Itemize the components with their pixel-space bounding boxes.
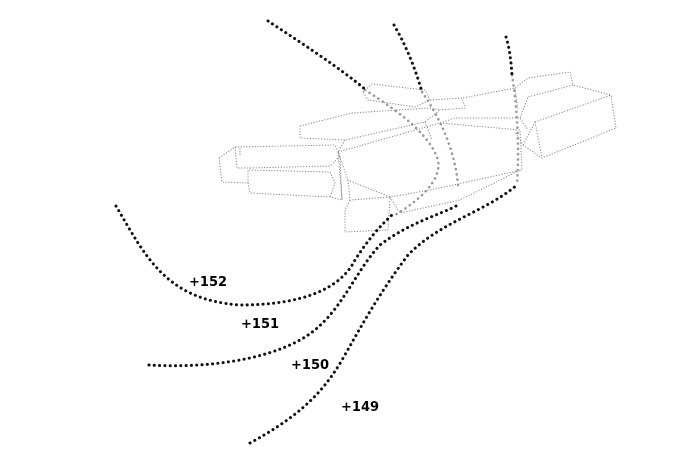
hidden-contour-segments (363, 73, 520, 217)
elevation-label-149: +149 (341, 400, 379, 415)
contour-152-hidden (363, 88, 440, 217)
building-left-wing (218, 144, 343, 201)
contour-151-hidden (420, 90, 460, 187)
building-massing (218, 71, 617, 233)
contour-lines (114, 19, 519, 445)
contour-line-149 (504, 35, 514, 77)
contour-line-152 (114, 204, 394, 307)
elevation-label-151: +151 (241, 317, 279, 332)
building-right-wing (462, 71, 617, 159)
elevation-label-152: +152 (189, 275, 227, 290)
contour-line-150 (248, 23, 519, 445)
contour-150-hidden (510, 73, 520, 187)
contour-line-151 (147, 19, 460, 368)
building-main-volume (337, 117, 529, 233)
elevation-labels: +152 +151 +150 +149 (189, 275, 379, 415)
building-roof-cap (362, 83, 466, 111)
building-central-block (299, 107, 441, 201)
elevation-label-150: +150 (291, 358, 329, 373)
